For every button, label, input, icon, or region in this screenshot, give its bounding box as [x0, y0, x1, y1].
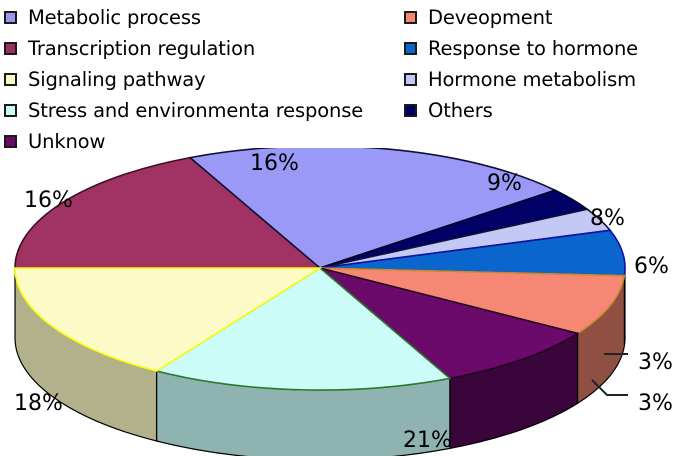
legend-swatch-hormone-metabolism — [404, 73, 417, 86]
legend-swatch-response-to-hormone — [404, 42, 417, 55]
pie-value-label-stress-and-environmenta-response: 16% — [250, 151, 299, 176]
pie-value-label-unknow: 9% — [487, 171, 522, 196]
legend-label-transcription-regulation: Transcription regulation — [28, 36, 256, 60]
legend-label-others: Others — [428, 98, 493, 122]
pie-slice-unknow[interactable] — [319, 267, 580, 380]
pie-value-label-deveopment: 8% — [590, 206, 625, 231]
legend-item-response-to-hormone[interactable]: Response to hormone — [404, 33, 638, 64]
pie-slice-signaling-pathway[interactable] — [14, 267, 323, 372]
legend-label-response-to-hormone: Response to hormone — [428, 36, 639, 60]
legend-swatch-deveopment — [404, 11, 417, 24]
legend-item-transcription-regulation[interactable]: Transcription regulation — [4, 33, 363, 64]
legend-label-stress-response: Stress and environmenta response — [28, 98, 364, 122]
pie-leader-line-2 — [591, 379, 628, 396]
legend-swatch-unknow — [4, 135, 17, 148]
pie-slice-metabolic-process[interactable] — [188, 148, 558, 269]
pie-value-label-others: 3% — [638, 391, 673, 416]
legend-item-signaling-pathway[interactable]: Signaling pathway — [4, 64, 363, 95]
pie-value-label-metabolic-process: 21% — [403, 428, 452, 453]
legend-swatch-signaling-pathway — [4, 73, 17, 86]
legend-swatch-others — [404, 104, 417, 117]
legend-item-hormone-metabolism[interactable]: Hormone metabolism — [404, 64, 638, 95]
pie-slice-deveopment[interactable] — [319, 267, 626, 335]
pie-value-label-transcription-regulation: 18% — [14, 391, 63, 416]
legend-item-metabolic-process[interactable]: Metabolic process — [4, 2, 363, 33]
legend-label-signaling-pathway: Signaling pathway — [28, 67, 206, 91]
pie-chart — [0, 148, 675, 456]
legend-swatch-stress-response — [4, 104, 17, 117]
pie-slice-transcription-regulation[interactable] — [14, 156, 323, 269]
pie-value-label-signaling-pathway: 16% — [24, 188, 73, 213]
pie-value-label-response-to-hormone: 6% — [634, 254, 669, 279]
legend-label-deveopment: Deveopment — [428, 5, 553, 29]
pie-value-label-hormone-metabolism: 3% — [638, 350, 673, 375]
chart-legend: Metabolic process Transcription regulati… — [0, 0, 675, 152]
legend-label-hormone-metabolism: Hormone metabolism — [428, 67, 636, 91]
legend-item-others[interactable]: Others — [404, 95, 638, 126]
legend-item-deveopment[interactable]: Deveopment — [404, 2, 638, 33]
pie-slice-stress-and-environmenta-response[interactable] — [154, 267, 452, 391]
legend-column-right: Deveopment Response to hormone Hormone m… — [404, 2, 638, 126]
legend-label-unknow: Unknow — [28, 129, 106, 153]
legend-item-unknow[interactable]: Unknow — [4, 126, 363, 157]
pie-chart-svg — [14, 148, 628, 456]
legend-label-metabolic-process: Metabolic process — [28, 5, 201, 29]
legend-swatch-metabolic-process — [4, 11, 17, 24]
legend-item-stress-response[interactable]: Stress and environmenta response — [4, 95, 363, 126]
legend-column-left: Metabolic process Transcription regulati… — [4, 2, 363, 157]
legend-swatch-transcription-regulation — [4, 42, 17, 55]
